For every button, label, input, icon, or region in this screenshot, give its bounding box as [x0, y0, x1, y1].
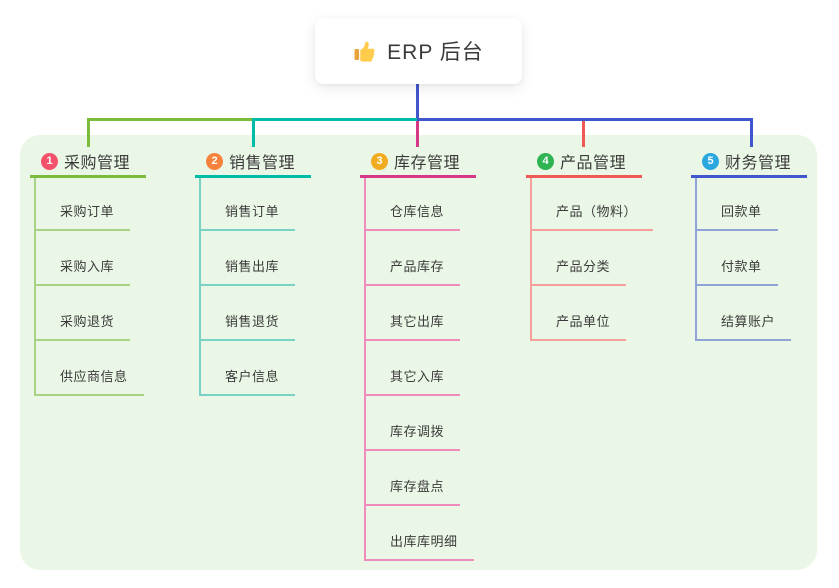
branch-children: 销售订单 销售出库 销售退货 客户信息 — [199, 178, 296, 396]
node-customer-info[interactable]: 客户信息 — [201, 341, 296, 396]
branch-sales-node[interactable]: 2 销售管理 — [206, 148, 311, 174]
branch-finance: 5 财务管理 回款单 付款单 结算账户 — [691, 148, 807, 341]
branch-children: 回款单 付款单 结算账户 — [695, 178, 792, 341]
branch-children: 仓库信息 产品库存 其它出库 其它入库 库存调拨 库存盘点 出库库明细 — [364, 178, 474, 561]
branch-product-node[interactable]: 4 产品管理 — [537, 148, 653, 174]
branch-underline — [195, 175, 311, 178]
node-payment-bill[interactable]: 付款单 — [697, 231, 778, 286]
root-title: ERP 后台 — [387, 41, 484, 64]
node-stock-transfer[interactable]: 库存调拨 — [366, 396, 461, 451]
node-settlement-account[interactable]: 结算账户 — [697, 286, 792, 341]
connector-branch1-v — [87, 118, 90, 147]
node-supplier-info[interactable]: 供应商信息 — [36, 341, 144, 396]
branch-label: 库存管理 — [394, 155, 461, 172]
connector-branch5-v — [750, 118, 753, 147]
branch-inventory: 3 库存管理 仓库信息 产品库存 其它出库 其它入库 库存调拨 库存盘点 出库库… — [360, 148, 476, 561]
badge-3: 3 — [371, 152, 388, 170]
branch-inventory-node[interactable]: 3 库存管理 — [371, 148, 476, 174]
branch-label: 销售管理 — [229, 155, 296, 172]
branch-product: 4 产品管理 产品（物料） 产品分类 产品单位 — [526, 148, 654, 341]
node-product-stock[interactable]: 产品库存 — [366, 231, 461, 286]
badge-4: 4 — [537, 152, 554, 170]
connector-branch4-v — [582, 121, 585, 147]
branch-finance-node[interactable]: 5 财务管理 — [702, 148, 807, 174]
branch-purchase-node[interactable]: 1 采购管理 — [41, 148, 146, 174]
connector-branch1-h — [87, 118, 255, 121]
connector-root — [416, 84, 419, 121]
node-sales-outbound[interactable]: 销售出库 — [201, 231, 296, 286]
branch-children: 产品（物料） 产品分类 产品单位 — [530, 178, 654, 341]
node-stock-count[interactable]: 库存盘点 — [366, 451, 461, 506]
branch-underline — [526, 175, 642, 178]
node-purchase-inbound[interactable]: 采购入库 — [36, 231, 131, 286]
branch-underline — [30, 175, 146, 178]
branch-underline — [360, 175, 476, 178]
branch-purchase: 1 采购管理 采购订单 采购入库 采购退货 供应商信息 — [30, 148, 146, 396]
node-sales-return[interactable]: 销售退货 — [201, 286, 296, 341]
node-product-unit[interactable]: 产品单位 — [532, 286, 627, 341]
node-other-outbound[interactable]: 其它出库 — [366, 286, 461, 341]
connector-branch3-v — [416, 121, 419, 147]
node-purchase-order[interactable]: 采购订单 — [36, 178, 131, 231]
branch-children: 采购订单 采购入库 采购退货 供应商信息 — [34, 178, 144, 396]
badge-5: 5 — [702, 152, 719, 170]
connector-branch2-h — [252, 118, 420, 121]
node-outbound-detail[interactable]: 出库库明细 — [366, 506, 474, 561]
badge-2: 2 — [206, 152, 223, 170]
node-receipt-bill[interactable]: 回款单 — [697, 178, 778, 231]
node-other-inbound[interactable]: 其它入库 — [366, 341, 461, 396]
thumbs-up-icon — [353, 39, 377, 63]
branch-label: 产品管理 — [560, 155, 627, 172]
branch-underline — [691, 175, 807, 178]
connector-branch2-v — [252, 118, 255, 147]
node-sales-order[interactable]: 销售订单 — [201, 178, 296, 231]
node-warehouse-info[interactable]: 仓库信息 — [366, 178, 461, 231]
node-product-category[interactable]: 产品分类 — [532, 231, 627, 286]
connector-branch5-h — [417, 118, 753, 121]
node-purchase-return[interactable]: 采购退货 — [36, 286, 131, 341]
branches-panel — [20, 135, 817, 570]
branch-sales: 2 销售管理 销售订单 销售出库 销售退货 客户信息 — [195, 148, 311, 396]
node-product-material[interactable]: 产品（物料） — [532, 178, 654, 231]
root-node[interactable]: ERP 后台 — [315, 18, 522, 84]
badge-1: 1 — [41, 152, 58, 170]
branch-label: 财务管理 — [725, 155, 792, 172]
branch-label: 采购管理 — [64, 155, 131, 172]
